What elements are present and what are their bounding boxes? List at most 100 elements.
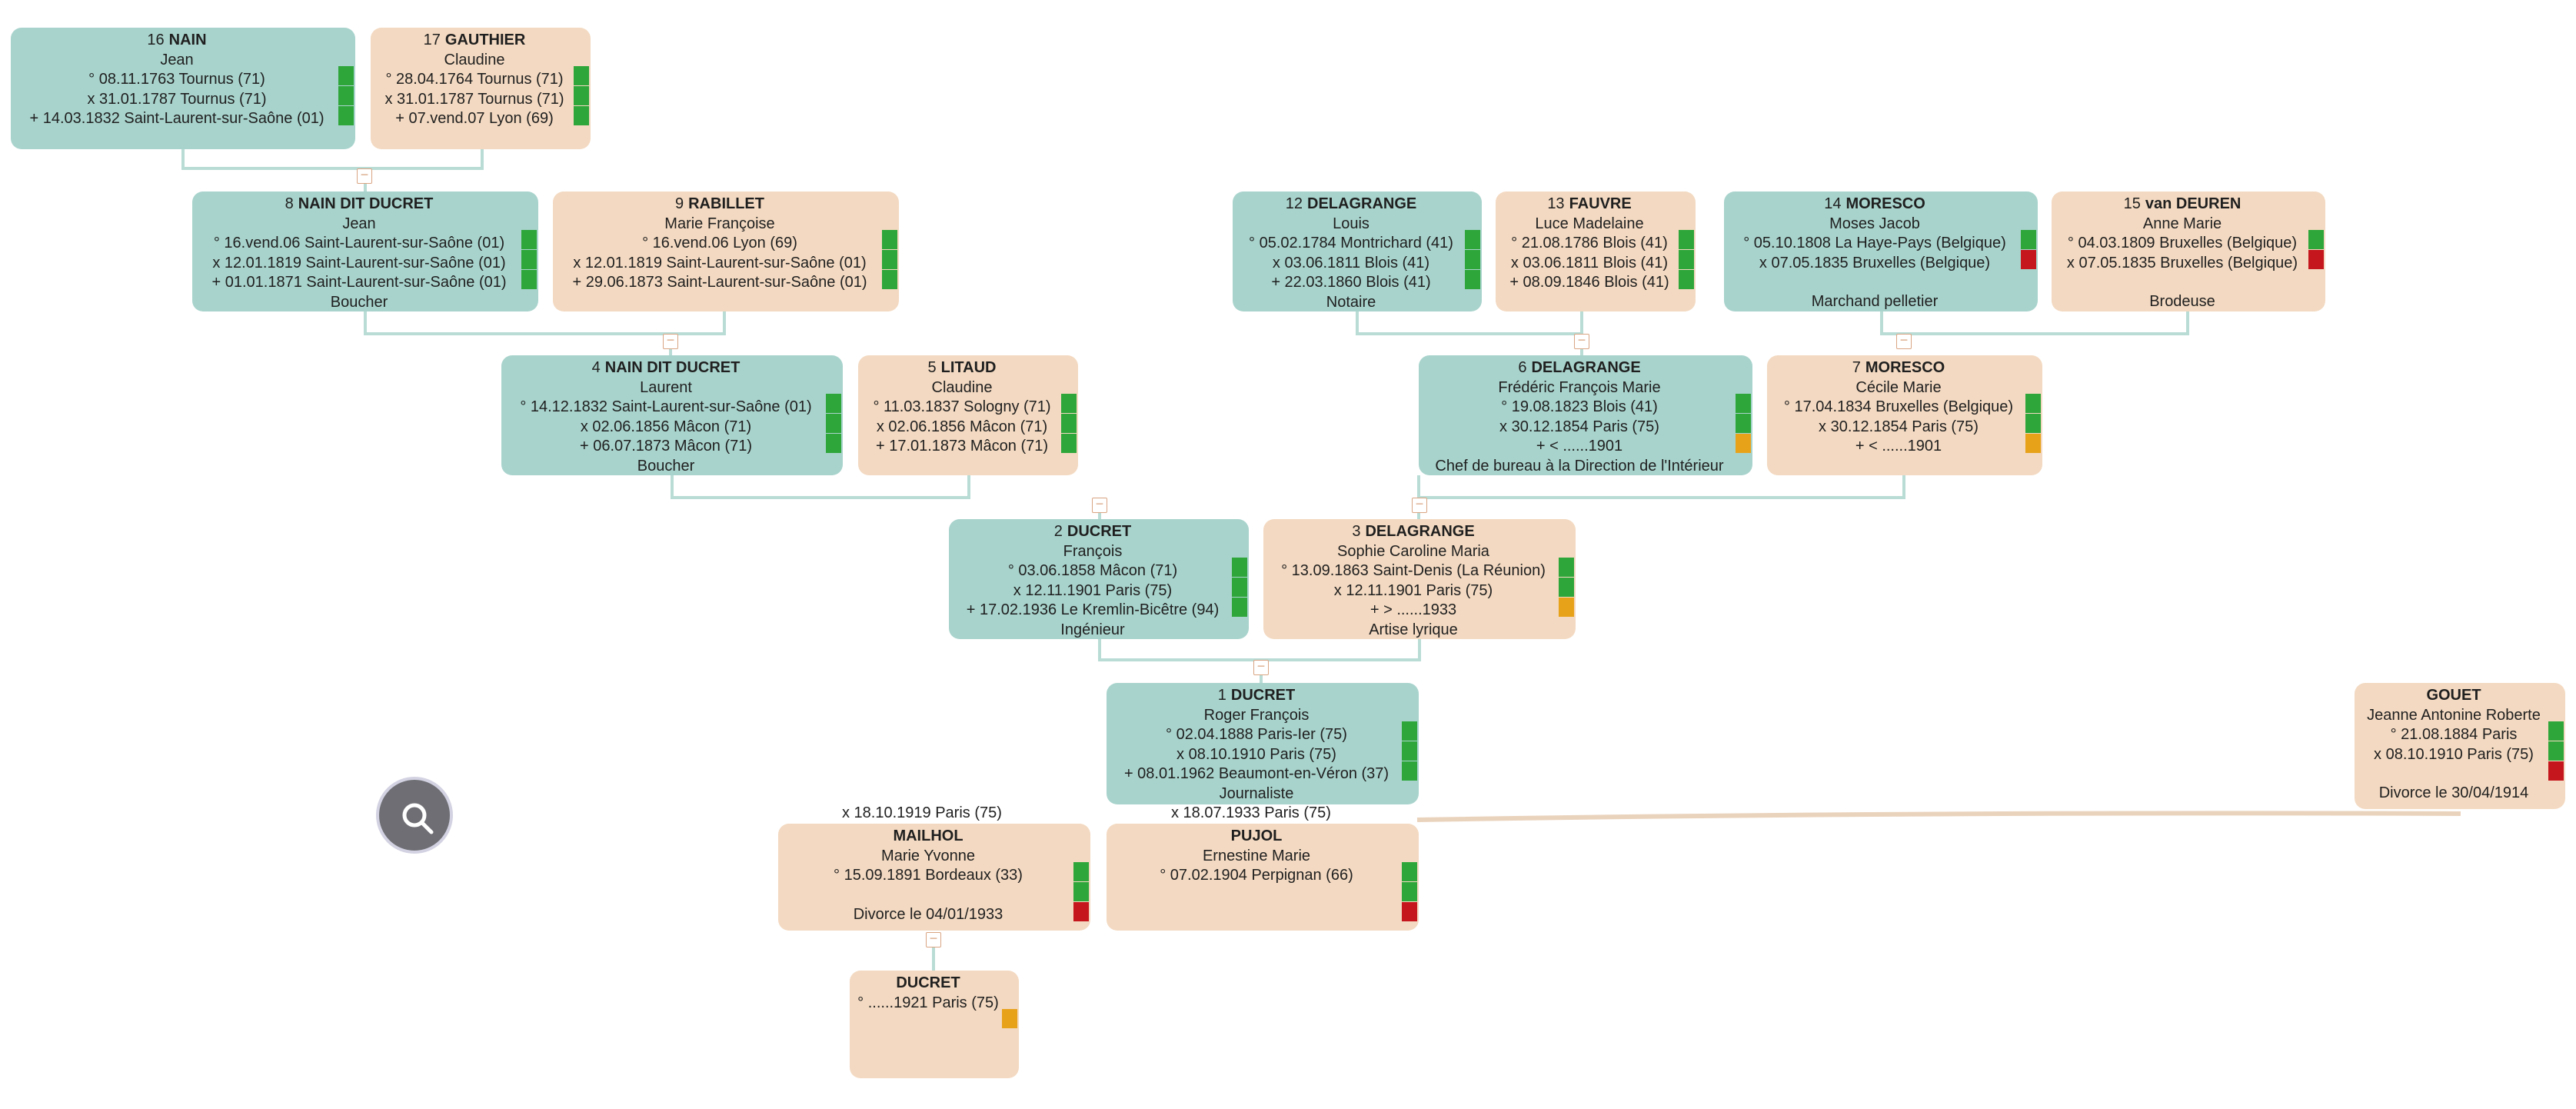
surname: DELAGRANGE xyxy=(1365,523,1475,540)
given-name: Sophie Caroline Maria xyxy=(1337,542,1489,560)
given-name: Jean xyxy=(342,215,376,232)
event-line: + 08.09.1846 Blois (41) xyxy=(1509,274,1669,291)
event-line: ° 13.09.1863 Saint-Denis (La Réunion) xyxy=(1281,562,1546,579)
collapse-toggle-14-15[interactable]: − xyxy=(1896,333,1912,349)
source-flags xyxy=(1736,394,1751,454)
source-flag xyxy=(1232,578,1247,597)
sosa-number: 4 xyxy=(591,359,601,376)
connector-8-9 xyxy=(364,311,726,335)
source-flags xyxy=(1559,558,1574,618)
surname: NAIN DIT DUCRET xyxy=(298,195,434,212)
person-card-child[interactable]: DUCRET° ......1921 Paris (75) xyxy=(850,971,1019,1078)
source-flag xyxy=(882,230,897,249)
event-line: ° 19.08.1823 Blois (41) xyxy=(1501,398,1658,415)
event-line: x 02.06.1856 Mâcon (71) xyxy=(876,418,1048,435)
surname: MORESCO xyxy=(1845,195,1925,212)
event-line: ° 16.vend.06 Lyon (69) xyxy=(642,235,797,251)
collapse-toggle-12-13[interactable]: − xyxy=(1574,333,1589,349)
source-flags xyxy=(1402,862,1417,922)
collapse-toggle-16-17[interactable]: − xyxy=(357,168,372,184)
source-flag xyxy=(1232,558,1247,577)
given-name: Claudine xyxy=(444,51,505,68)
event-line: ° 03.06.1858 Mâcon (71) xyxy=(1007,562,1178,579)
source-flag xyxy=(2021,250,2036,269)
source-flag xyxy=(2025,394,2041,413)
person-note: Notaire xyxy=(1326,293,1376,311)
source-flag xyxy=(1736,434,1751,453)
source-flag xyxy=(1073,882,1089,901)
source-flag xyxy=(1061,414,1077,433)
event-line: ° 21.08.1786 Blois (41) xyxy=(1511,235,1668,251)
source-flag xyxy=(2548,741,2564,761)
event-line: x 12.01.1819 Saint-Laurent-sur-Saône (01… xyxy=(573,254,867,271)
event-line: + 07.vend.07 Lyon (69) xyxy=(395,110,554,127)
spacer xyxy=(2359,764,2548,784)
source-flag xyxy=(1465,250,1480,269)
source-flags xyxy=(882,230,897,290)
given-name: Louis xyxy=(1333,215,1370,232)
collapse-toggle-2-3[interactable]: − xyxy=(1253,659,1269,675)
collapse-toggle-6-7[interactable]: − xyxy=(1412,497,1427,513)
event-line: ° 16.vend.06 Saint-Laurent-sur-Saône (01… xyxy=(213,235,505,251)
event-line: ° 14.12.1832 Saint-Laurent-sur-Saône (01… xyxy=(520,398,812,415)
surname: van DEUREN xyxy=(2145,195,2242,212)
source-flag xyxy=(2025,434,2041,453)
source-flag xyxy=(2548,721,2564,741)
event-line: ° ......1921 Paris (75) xyxy=(857,994,999,1011)
sosa-number: 15 xyxy=(2123,195,2141,212)
source-flag xyxy=(1232,598,1247,617)
event-line: x 07.05.1835 Bruxelles (Belgique) xyxy=(2066,254,2298,271)
search-icon xyxy=(402,803,434,834)
person-note: Journaliste xyxy=(1219,784,1294,802)
source-flag xyxy=(2308,230,2324,249)
collapse-toggle-mailhol[interactable]: − xyxy=(926,931,941,947)
source-flags xyxy=(1073,862,1089,922)
sosa-number: 17 xyxy=(423,32,441,48)
source-flags xyxy=(2021,230,2036,270)
source-flag xyxy=(574,106,589,125)
source-flag xyxy=(1679,230,1694,249)
event-line: x 08.10.1910 Paris (75) xyxy=(1177,745,1336,763)
spacer xyxy=(2056,273,2308,292)
sosa-number: 7 xyxy=(1852,359,1861,376)
spacer xyxy=(783,886,1073,905)
collapse-toggle-4-5[interactable]: − xyxy=(1092,497,1107,513)
source-flags xyxy=(338,66,354,126)
source-flags xyxy=(2548,721,2564,781)
marriage-label-mailhol: x 18.10.1919 Paris (75) xyxy=(842,804,1002,821)
sosa-number: 2 xyxy=(1053,523,1063,540)
surname: NAIN DIT DUCRET xyxy=(604,359,741,376)
connector-4-5 xyxy=(671,475,970,499)
search-button[interactable] xyxy=(376,777,453,854)
source-flags xyxy=(2025,394,2041,454)
collapse-toggle-8-9[interactable]: − xyxy=(663,333,678,349)
source-flag xyxy=(1736,414,1751,433)
person-name: DUCRET xyxy=(854,974,1002,994)
